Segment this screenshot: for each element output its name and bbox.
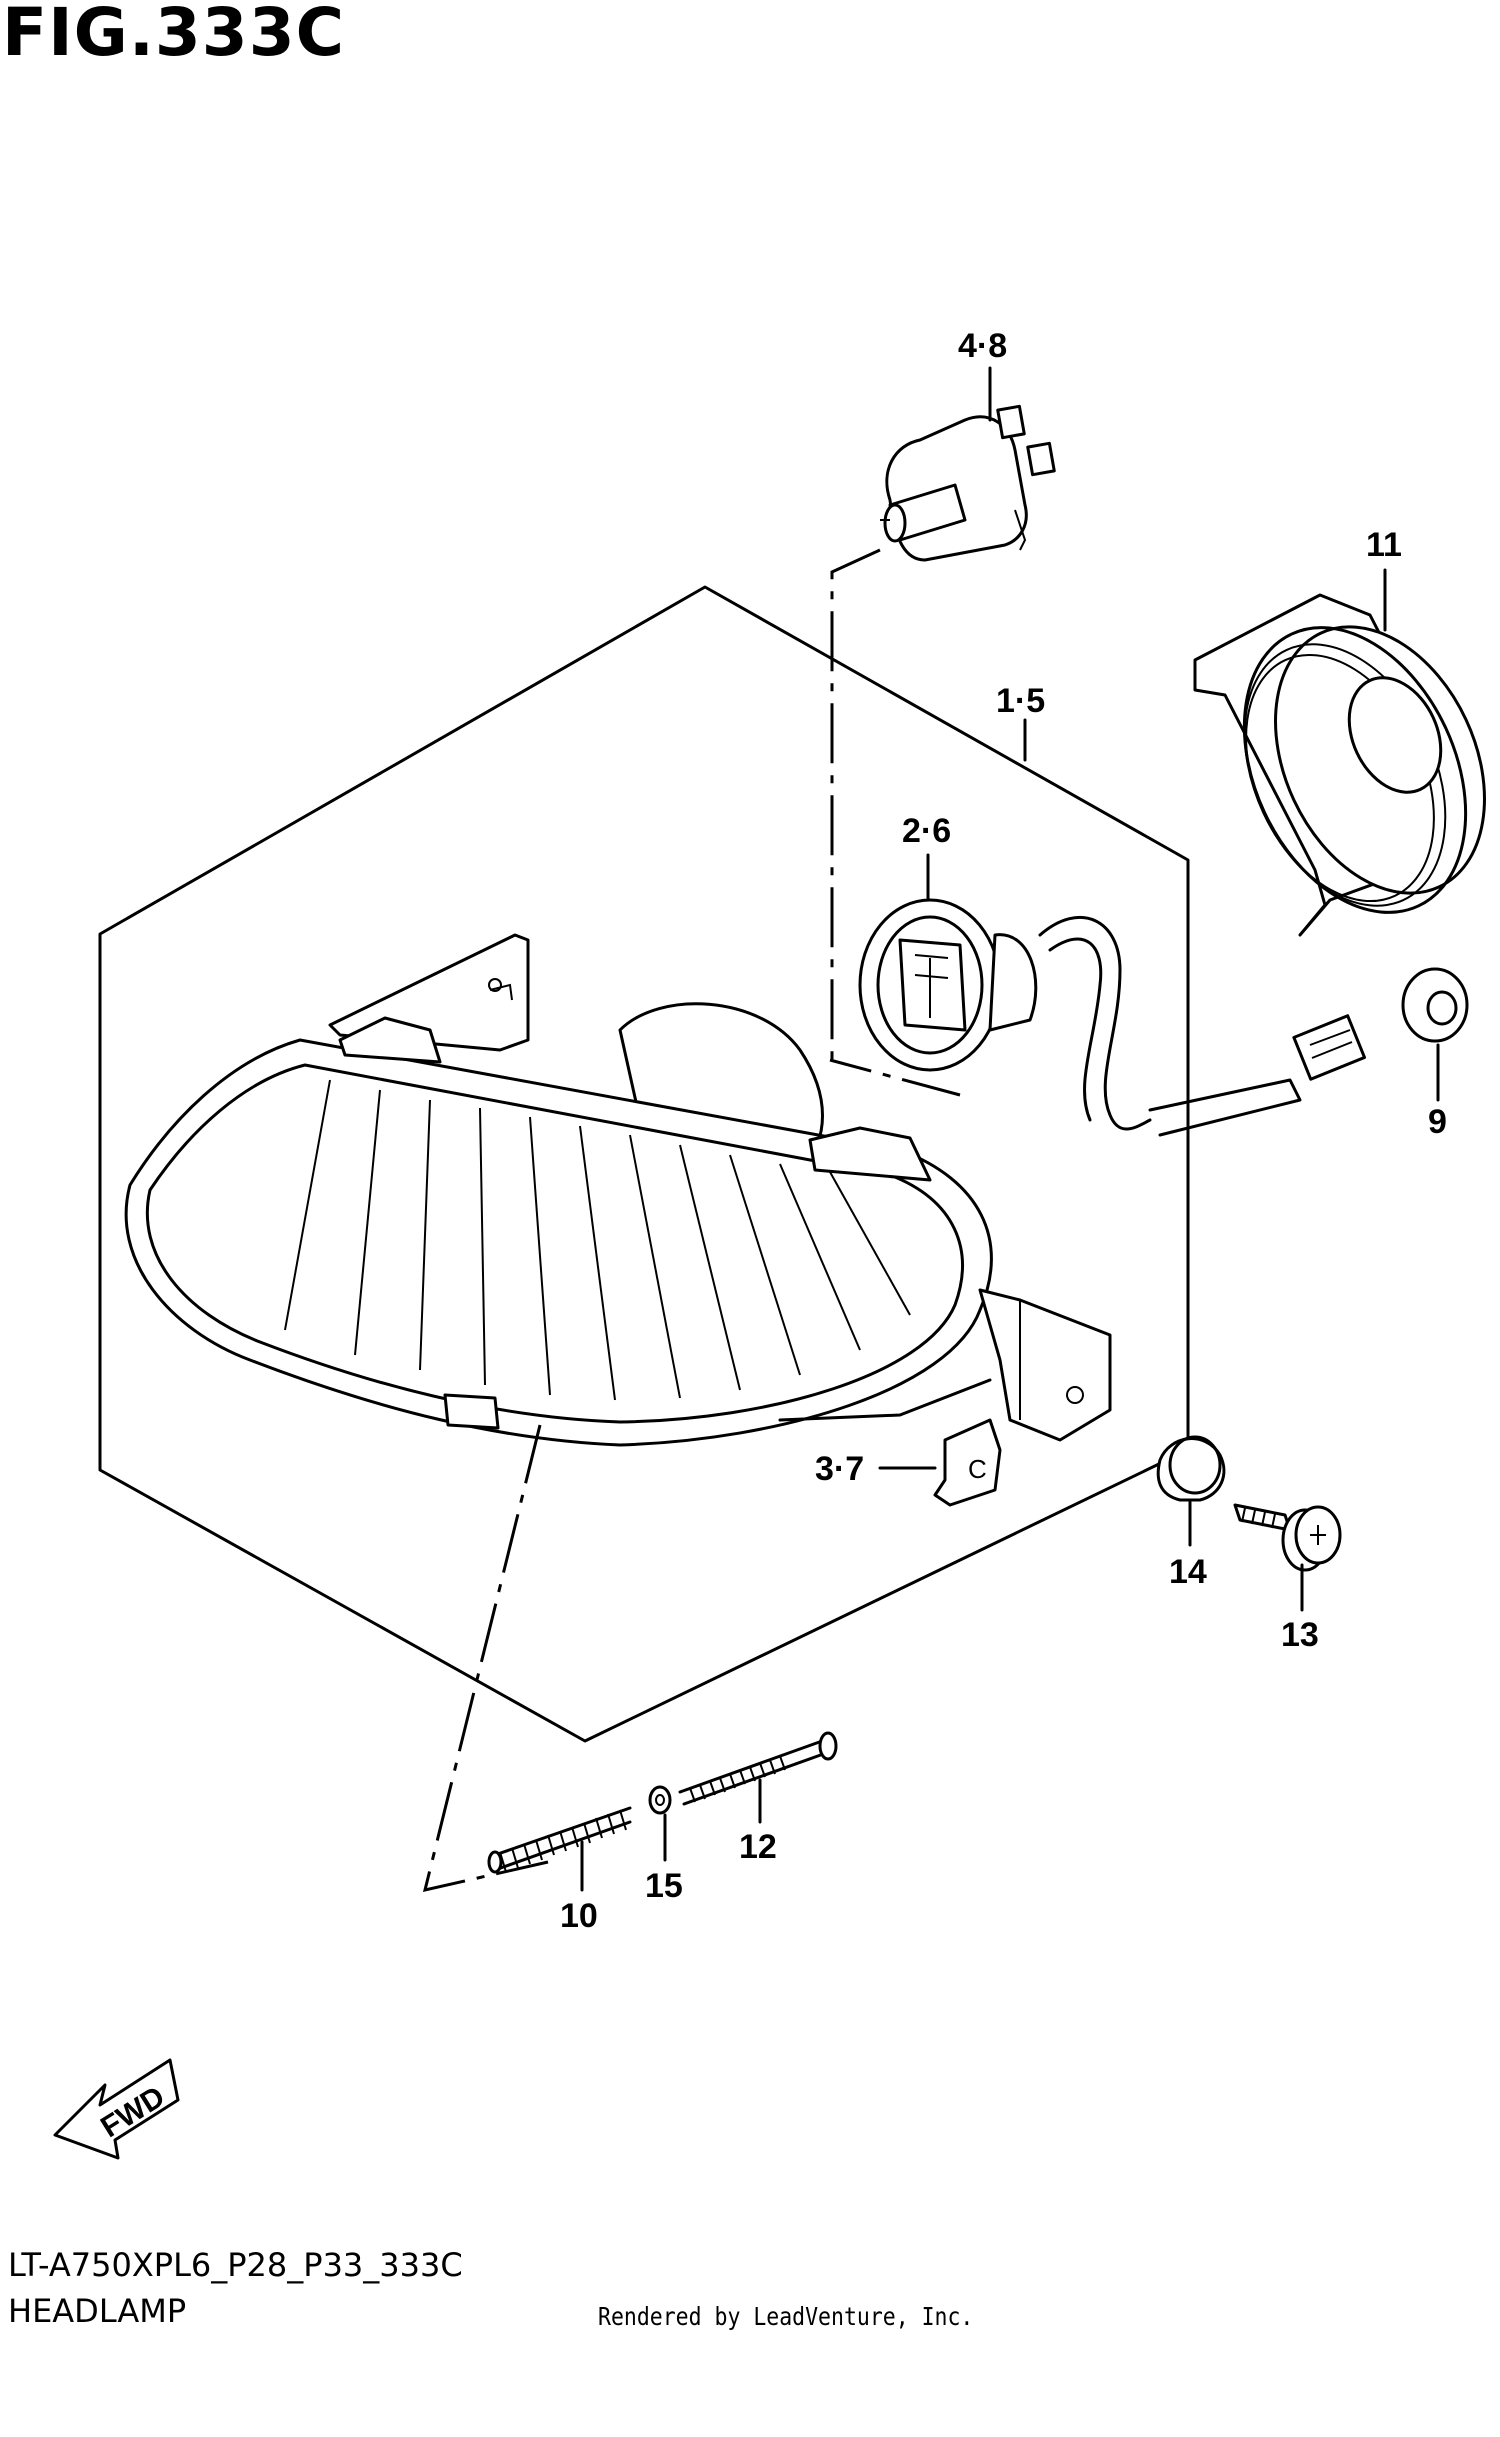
callout-15: 15 bbox=[645, 1867, 683, 1905]
render-credit: Rendered by LeadVenture, Inc. bbox=[598, 2302, 974, 2331]
fwd-arrow-icon: FWD bbox=[53, 2058, 180, 2160]
callout-12: 12 bbox=[739, 1828, 777, 1866]
clip-nut[interactable]: C bbox=[933, 1418, 1002, 1507]
headlamp-bulb[interactable] bbox=[880, 404, 1056, 562]
grommet[interactable] bbox=[1401, 967, 1469, 1043]
callout-13: 13 bbox=[1281, 1616, 1319, 1654]
callout-9: 9 bbox=[1428, 1103, 1447, 1141]
callout-10: 10 bbox=[560, 1897, 598, 1935]
leader-lines bbox=[422, 366, 1440, 1893]
callout-4-8: 4·8 bbox=[958, 327, 1007, 365]
callout-2-6: 2·6 bbox=[902, 812, 951, 850]
callout-labels: 4·8 11 1·5 2·6 9 3·7 14 13 12 15 10 bbox=[560, 327, 1447, 1935]
bulb-socket-harness[interactable] bbox=[858, 898, 1367, 1137]
adjusting-spring[interactable] bbox=[487, 1806, 632, 1874]
callout-1-5: 1·5 bbox=[996, 682, 1045, 720]
assembly-outline bbox=[98, 585, 1190, 1743]
callout-14: 14 bbox=[1169, 1553, 1207, 1591]
headlamp-housing[interactable] bbox=[124, 933, 1112, 1447]
cushion[interactable] bbox=[1156, 1435, 1226, 1502]
washer[interactable] bbox=[648, 1785, 672, 1815]
model-code: LT-A750XPL6_P28_P33_333C bbox=[8, 2246, 463, 2284]
dust-cover[interactable] bbox=[1193, 592, 1500, 948]
callout-11: 11 bbox=[1366, 526, 1402, 564]
adjusting-screw[interactable] bbox=[678, 1731, 838, 1806]
screw[interactable] bbox=[1233, 1503, 1342, 1572]
callout-3-7: 3·7 bbox=[815, 1450, 864, 1488]
figure-title: FIG.333C bbox=[2, 0, 346, 71]
svg-text:C: C bbox=[968, 1454, 987, 1484]
section-name: HEADLAMP bbox=[8, 2292, 187, 2330]
